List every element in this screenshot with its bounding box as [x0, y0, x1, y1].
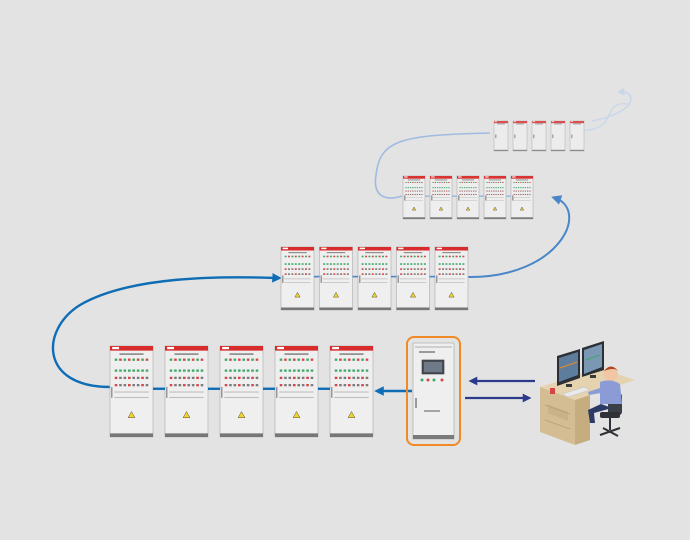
third-row	[402, 175, 534, 220]
warning-icon	[492, 206, 498, 211]
cabinet-icon[interactable]	[164, 345, 209, 438]
link-third-to-second	[374, 132, 491, 199]
cabinet-icon[interactable]	[402, 175, 426, 220]
link-fourth-to-third	[591, 87, 632, 122]
fourth-row	[493, 120, 585, 152]
cabinet-icon[interactable]	[280, 246, 315, 311]
warning-icon	[411, 206, 417, 211]
second-row	[280, 246, 469, 311]
cabinet-icon[interactable]	[357, 246, 392, 311]
warning-icon	[347, 411, 356, 418]
cabinet-icon[interactable]	[512, 120, 528, 152]
command-arrows	[465, 376, 535, 403]
cabinet-icon[interactable]	[429, 175, 453, 220]
cabinet-icon[interactable]	[274, 345, 319, 438]
control-cabinet-icon	[412, 342, 455, 440]
cabinet-icon[interactable]	[219, 345, 264, 438]
link-front-to-second	[51, 273, 282, 389]
link-second-to-front-back	[467, 195, 571, 279]
warning-icon	[448, 291, 455, 298]
operator-workstation[interactable]	[540, 341, 635, 445]
warning-icon	[519, 206, 525, 211]
warning-icon	[465, 206, 471, 211]
warning-icon	[438, 206, 444, 211]
cabinet-icon[interactable]	[434, 246, 469, 311]
cabinet-icon[interactable]	[569, 120, 585, 152]
cabinet-icon[interactable]	[456, 175, 480, 220]
cabinet-icon[interactable]	[329, 345, 374, 438]
operator-icon	[588, 366, 622, 423]
cabinet-icon[interactable]	[109, 345, 154, 438]
link-third-row-end	[579, 103, 629, 131]
warning-icon	[182, 411, 191, 418]
cabinet-icon[interactable]	[319, 246, 353, 311]
warning-icon	[127, 411, 136, 418]
cabinet-icon[interactable]	[396, 246, 430, 311]
cabinet-icon[interactable]	[550, 120, 566, 152]
cabinet-icon[interactable]	[510, 175, 534, 220]
front-row	[109, 345, 374, 438]
warning-icon	[410, 291, 416, 298]
warning-icon	[333, 291, 339, 298]
cabinet-icon[interactable]	[493, 120, 509, 152]
cabinet-icon[interactable]	[531, 120, 547, 152]
warning-icon	[294, 291, 301, 298]
warning-icon	[292, 411, 301, 418]
control-cabinet[interactable]	[406, 336, 461, 446]
control-highlight-frame	[406, 336, 461, 446]
warning-icon	[371, 291, 378, 298]
warning-icon	[237, 411, 246, 418]
cabinet-icon[interactable]	[483, 175, 507, 220]
monitor-icon	[557, 341, 604, 387]
